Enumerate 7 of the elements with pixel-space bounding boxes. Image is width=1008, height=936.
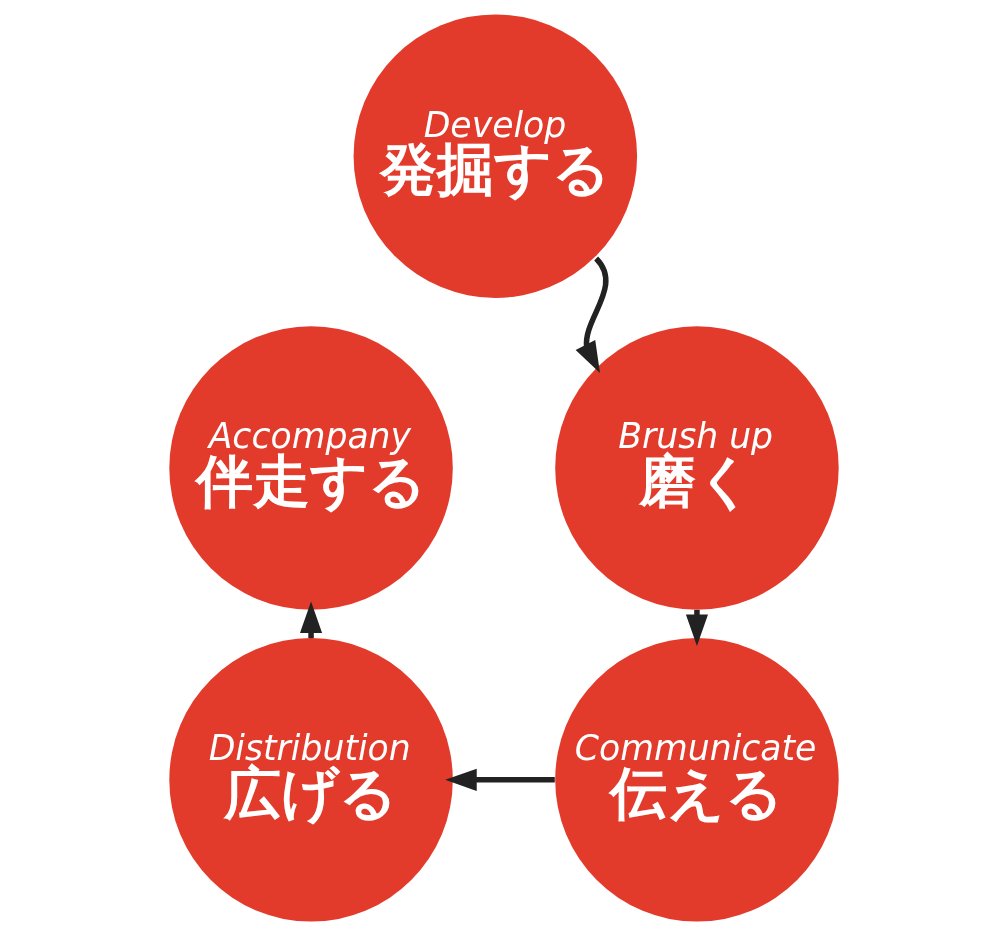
node-circle: Brush up 磨く xyxy=(555,326,839,610)
arrow xyxy=(445,768,555,791)
node-circle: Distribution 広げる xyxy=(169,638,453,922)
node-circle: Develop 発掘する xyxy=(353,14,638,298)
node-circle: Accompany 伴走する xyxy=(169,326,453,610)
node-circle: Communicate 伝える xyxy=(555,638,839,922)
arrow xyxy=(575,256,609,374)
